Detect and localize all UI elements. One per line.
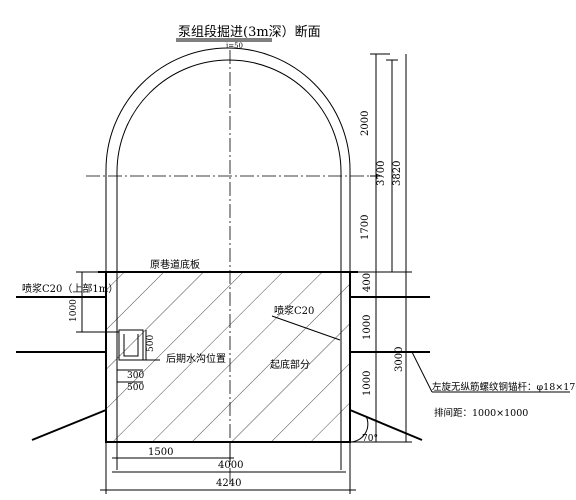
dim-wall-1700: 1700 xyxy=(360,215,371,240)
dim-4000: 4000 xyxy=(218,460,243,471)
dim-left-1000: 1000 xyxy=(69,299,79,322)
label-bolt-spec: 左旋无纵筋螺纹钢锚杆：φ18×1700 xyxy=(432,381,576,393)
dim-3820: 3820 xyxy=(392,161,403,186)
dim-drain-500h: 500 xyxy=(127,383,144,393)
dim-drain-500v: 500 xyxy=(146,335,156,352)
arch-outer xyxy=(105,47,351,176)
excavation-hatch xyxy=(106,272,350,442)
label-original-floor: 原巷道底板 xyxy=(150,258,200,271)
label-excavation: 起底部分 xyxy=(270,358,310,371)
label-bolt-spacing: 排间距：1000×1000 xyxy=(434,407,528,419)
title-note: i=50 xyxy=(226,42,243,50)
dim-lower-400: 400 xyxy=(362,273,373,292)
bolt-left-angled xyxy=(31,409,107,441)
arch-inner xyxy=(116,59,342,176)
dim-3000: 3000 xyxy=(394,347,405,372)
dim-lower-1000-bottom: 1000 xyxy=(362,371,373,396)
drawing-title: 泵组段掘进(3m深）断面 xyxy=(178,25,321,40)
label-drain-position: 后期水沟位置 xyxy=(166,352,226,365)
dim-drain-300: 300 xyxy=(127,371,144,381)
dim-arch-2000: 2000 xyxy=(360,111,371,136)
dim-3700: 3700 xyxy=(376,161,387,186)
drain-ditch-inner xyxy=(123,334,139,357)
dim-4240: 4240 xyxy=(216,478,241,489)
bolt-right-angled xyxy=(349,409,423,441)
bolt-spec-leader xyxy=(411,351,433,393)
dim-lower-1000-mid: 1000 xyxy=(362,315,373,340)
drain-ditch xyxy=(118,329,144,361)
label-shotcrete-upper: 喷浆C20（上部1m） xyxy=(22,282,118,295)
label-shotcrete-inner: 喷浆C20 xyxy=(274,304,314,317)
shotcrete-inner-leader xyxy=(271,315,341,341)
label-angle: 70° xyxy=(362,434,378,444)
dim-1500: 1500 xyxy=(148,447,173,458)
